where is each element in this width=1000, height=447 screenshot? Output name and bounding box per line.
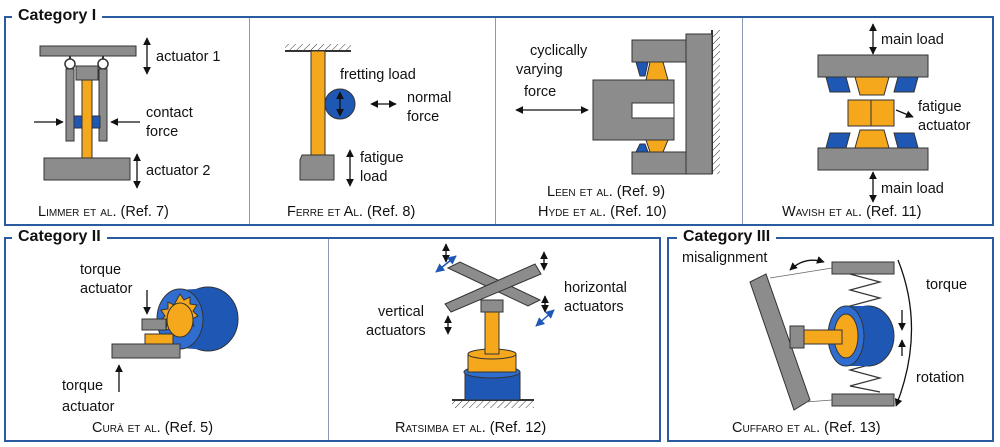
ratsimba-rig	[435, 243, 555, 408]
hyde-ref-author: Hyde et al.	[538, 204, 607, 220]
cura-ref-author: Curà et al.	[92, 420, 161, 436]
cura-torque-top-label-1: torque	[80, 262, 122, 278]
ratsimba-ref-number: (Ref. 12)	[489, 420, 547, 436]
wavish-main-load-bottom-label: main load	[881, 181, 944, 197]
limmer-ref-author: Limmer et al.	[38, 204, 117, 220]
limmer-contact-label-1: contact	[146, 105, 193, 121]
ferre-normal-label-2: force	[407, 109, 440, 125]
limmer-actuator-1-label: actuator 1	[156, 49, 221, 65]
ferre-fatigue-label-2: load	[360, 169, 388, 185]
ferre-ref-number: (Ref. 8)	[366, 204, 416, 220]
leen-cyclically-label: cyclically	[530, 43, 588, 59]
ferre-fretting-label: fretting load	[340, 67, 416, 83]
limmer-contact-label-2: force	[146, 124, 179, 140]
divider-3	[742, 18, 743, 224]
wavish-reference: Wavish et al. (Ref. 11)	[782, 204, 921, 221]
hyde-reference: Hyde et al. (Ref. 10)	[538, 204, 667, 221]
wavish-rig	[817, 23, 929, 203]
leen-ref-author: Leen et al.	[547, 184, 613, 200]
category-1-title: Category I	[12, 7, 103, 25]
ratsimba-vertical-label-2: actuators	[366, 323, 426, 339]
divider-2	[495, 18, 496, 224]
wavish-ref-number: (Ref. 11)	[866, 204, 922, 220]
ratsimba-vertical-label-1: vertical	[378, 304, 424, 320]
cuffaro-misalignment-label: misalignment	[682, 250, 768, 266]
ferre-ref-author: Ferre et Al.	[287, 204, 363, 220]
divider-4	[328, 239, 329, 440]
cuffaro-reference: Cuffaro et al. (Ref. 13)	[732, 420, 881, 437]
hyde-ref-number: (Ref. 10)	[610, 204, 667, 220]
limmer-ref-number: (Ref. 7)	[120, 204, 169, 220]
cura-reference: Curà et al. (Ref. 5)	[92, 420, 213, 437]
category-1-box	[4, 16, 994, 226]
leen-reference: Leen et al. (Ref. 9)	[547, 184, 665, 201]
cura-torque-bottom-label-2: actuator	[62, 399, 115, 415]
cura-rig	[111, 286, 239, 392]
limmer-actuator-2-label: actuator 2	[146, 163, 211, 179]
divider-1	[249, 18, 250, 224]
ferre-rig	[285, 44, 397, 187]
leen-force-label: force	[524, 84, 557, 100]
limmer-reference: Limmer et al. (Ref. 7)	[38, 204, 169, 221]
wavish-fatigue-label-1: fatigue	[918, 99, 962, 115]
cuffaro-ref-number: (Ref. 13)	[824, 420, 881, 436]
ratsimba-ref-author: Ratsimba et al.	[395, 420, 486, 436]
cuffaro-torque-label: torque	[926, 277, 968, 293]
ferre-reference: Ferre et Al. (Ref. 8)	[287, 204, 415, 221]
leen-rig	[515, 30, 720, 175]
category-2-box	[4, 237, 661, 442]
ratsimba-horizontal-label-2: actuators	[564, 299, 624, 315]
cura-torque-bottom-label-1: torque	[62, 378, 104, 394]
wavish-main-load-top-label: main load	[881, 32, 944, 48]
wavish-fatigue-label-2: actuator	[918, 118, 971, 134]
category-2-title: Category II	[12, 228, 107, 246]
leen-ref-number: (Ref. 9)	[616, 184, 666, 200]
ferre-normal-label-1: normal	[407, 90, 452, 106]
cura-torque-top-label-2: actuator	[80, 281, 133, 297]
cuffaro-rig	[749, 256, 913, 411]
category-3-title: Category III	[677, 228, 777, 246]
cura-ref-number: (Ref. 5)	[164, 420, 214, 436]
limmer-rig	[34, 37, 151, 189]
ferre-fatigue-label-1: fatigue	[360, 150, 404, 166]
cuffaro-rotation-label: rotation	[916, 370, 965, 386]
leen-varying-label: varying	[516, 62, 563, 78]
category-3-box	[667, 237, 994, 442]
wavish-ref-author: Wavish et al.	[782, 204, 863, 220]
ratsimba-reference: Ratsimba et al. (Ref. 12)	[395, 420, 546, 437]
ratsimba-horizontal-label-1: horizontal	[564, 280, 627, 296]
cuffaro-ref-author: Cuffaro et al.	[732, 420, 821, 436]
